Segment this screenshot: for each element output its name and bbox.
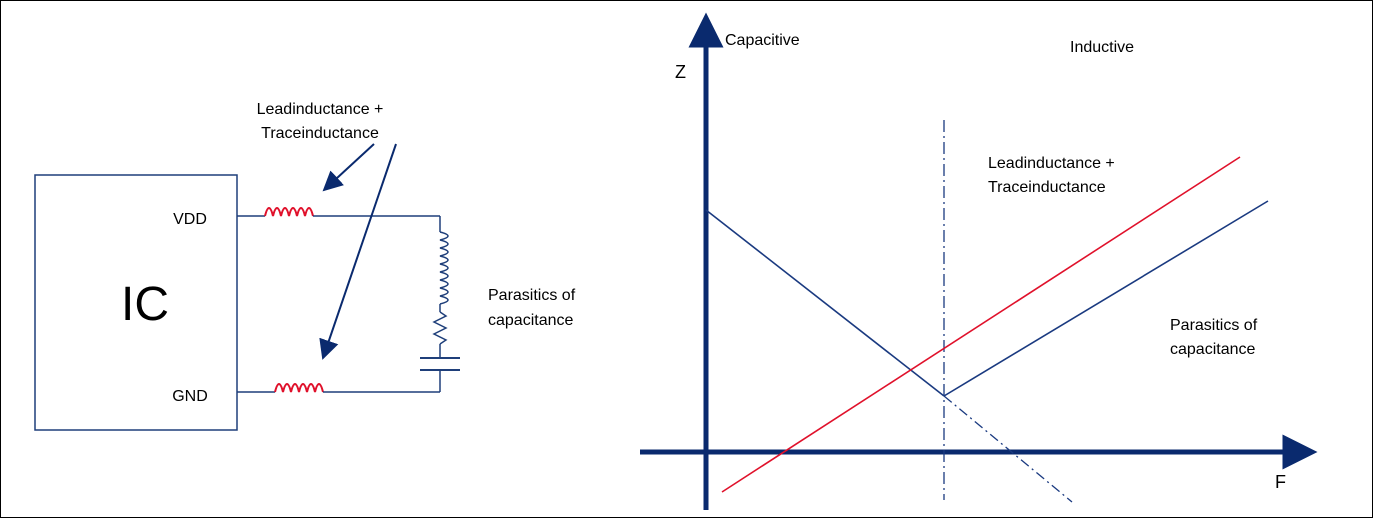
x-axis-label: F <box>1275 472 1286 492</box>
graph-parasitics-label-1: Parasitics of <box>1170 317 1258 334</box>
parasitic-inductive-line <box>943 200 1269 397</box>
circuit-diagram: IC VDD GND Leadinductance + Traceinducta… <box>34 101 576 431</box>
lead-trace-inductance-line <box>721 156 1241 493</box>
graph-parasitics-label-2: capacitance <box>1170 341 1255 358</box>
circuit-inductance-label-2: Traceinductance <box>261 125 379 142</box>
capacitive-region-label: Capacitive <box>725 32 800 49</box>
graph-inductance-label-2: Traceinductance <box>988 179 1106 196</box>
inductive-region-label: Inductive <box>1070 39 1134 56</box>
gnd-label: GND <box>172 388 208 405</box>
circuit-inductance-label-1: Leadinductance + <box>257 101 384 118</box>
parasitic-inductor-icon <box>439 231 449 305</box>
y-axis-label: Z <box>675 62 686 82</box>
ic-box <box>34 174 238 431</box>
vdd-inductor-icon <box>264 207 314 217</box>
arrow-to-gnd-inductor <box>319 143 397 360</box>
impedance-graph: Z F Capacitive Inductive Leadinductance … <box>640 12 1318 510</box>
circuit-parasitics-label-2: capacitance <box>488 312 573 329</box>
parasitic-resistor-icon <box>432 311 448 345</box>
vdd-label: VDD <box>173 211 207 228</box>
ic-label: IC <box>121 278 169 331</box>
arrow-to-vdd-inductor <box>322 143 375 192</box>
capacitive-impedance-line <box>705 209 945 397</box>
circuit-parasitics-label-1: Parasitics of <box>488 287 576 304</box>
graph-inductance-label-1: Leadinductance + <box>988 155 1115 172</box>
capacitive-extrapolation-line <box>943 395 1073 503</box>
gnd-inductor-icon <box>274 383 324 393</box>
